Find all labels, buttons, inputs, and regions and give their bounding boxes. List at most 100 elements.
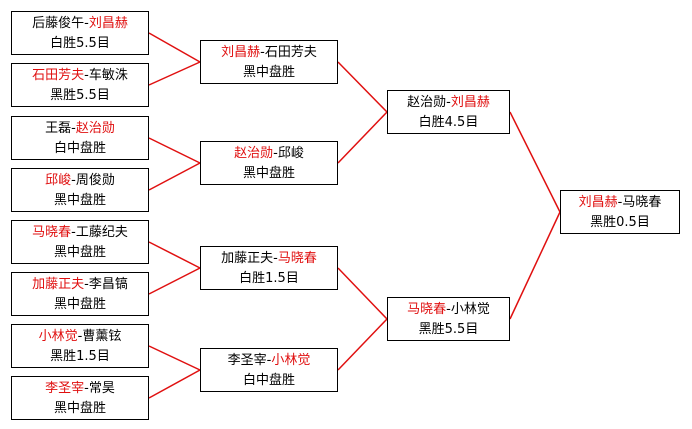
match-result: 白胜4.5目 <box>418 115 479 130</box>
player-a: 后藤俊午 <box>32 16 85 31</box>
player-b: 小林觉 <box>271 353 311 368</box>
connector-line <box>148 61 201 86</box>
match-players: 赵治勋-刘昌赫 <box>388 93 509 113</box>
player-b: 周俊勋 <box>75 173 115 188</box>
match-players: 邱峻-周俊勋 <box>12 171 148 191</box>
connector-line <box>148 267 201 295</box>
connector-line <box>148 241 201 269</box>
connector-line <box>509 111 561 213</box>
player-separator: - <box>446 95 451 110</box>
match-players: 加藤正夫-马晓春 <box>201 249 337 269</box>
connector-line <box>509 211 561 320</box>
match-r1-8: 李圣宰-常昊黑中盘胜 <box>11 376 149 420</box>
match-result: 黑中盘胜 <box>53 401 106 416</box>
match-r1-2: 石田芳夫-车敏洙黑胜5.5目 <box>11 63 149 107</box>
player-separator: - <box>71 173 76 188</box>
player-separator: - <box>77 329 83 344</box>
match-players: 小林觉-曹薰铉 <box>12 327 148 347</box>
player-b: 小林觉 <box>450 302 490 317</box>
match-r2-4: 李圣宰-小林觉白中盘胜 <box>200 348 338 392</box>
match-result: 黑中盘胜 <box>53 297 106 312</box>
match-r1-3: 王磊-赵治勋白中盘胜 <box>11 116 149 160</box>
match-players: 加藤正夫-李昌镐 <box>12 275 148 295</box>
player-separator: - <box>84 68 89 83</box>
match-players: 后藤俊午-刘昌赫 <box>12 14 148 34</box>
match-r1-7: 小林觉-曹薰铉黑胜1.5目 <box>11 324 149 368</box>
player-a: 小林觉 <box>38 329 78 344</box>
player-a: 李圣宰 <box>227 353 267 368</box>
match-result: 黑胜5.5目 <box>418 322 479 337</box>
match-result: 白中盘胜 <box>242 373 295 388</box>
player-b: 马晓春 <box>277 251 317 266</box>
player-separator: - <box>266 353 272 368</box>
player-separator: - <box>84 277 89 292</box>
player-b: 赵治勋 <box>75 121 115 136</box>
match-r2-3: 加藤正夫-马晓春白胜1.5目 <box>200 246 338 290</box>
player-a: 刘昌赫 <box>578 195 618 210</box>
match-players: 刘昌赫-马晓春 <box>561 193 679 213</box>
match-r1-5: 马晓春-工藤纪夫黑中盘胜 <box>11 220 149 264</box>
match-players: 李圣宰-常昊 <box>12 379 148 399</box>
connector-line <box>148 369 201 399</box>
player-separator: - <box>71 225 76 240</box>
player-separator: - <box>84 16 89 31</box>
match-r3-2: 马晓春-小林觉黑胜5.5目 <box>387 297 510 341</box>
connector-line <box>148 137 201 164</box>
connector-line <box>337 267 388 320</box>
player-separator: - <box>617 195 623 210</box>
player-b: 曹薰铉 <box>82 329 122 344</box>
player-separator: - <box>260 45 265 60</box>
player-b: 邱峻 <box>277 146 304 161</box>
match-r4-1: 刘昌赫-马晓春黑胜0.5目 <box>560 190 680 234</box>
player-b: 马晓春 <box>622 195 662 210</box>
player-a: 加藤正夫 <box>32 277 85 292</box>
connector-line <box>148 345 201 371</box>
player-separator: - <box>273 146 278 161</box>
connector-line <box>337 111 388 164</box>
player-a: 李圣宰 <box>45 381 85 396</box>
player-b: 常昊 <box>88 381 115 396</box>
player-a: 石田芳夫 <box>32 68 85 83</box>
match-players: 李圣宰-小林觉 <box>201 351 337 371</box>
player-a: 马晓春 <box>32 225 72 240</box>
match-r1-6: 加藤正夫-李昌镐黑中盘胜 <box>11 272 149 316</box>
player-a: 邱峻 <box>45 173 72 188</box>
match-r1-1: 后藤俊午-刘昌赫白胜5.5目 <box>11 11 149 55</box>
match-result: 黑胜0.5目 <box>590 215 650 230</box>
match-players: 马晓春-工藤纪夫 <box>12 223 148 243</box>
player-a: 赵治勋 <box>234 146 274 161</box>
match-result: 白胜1.5目 <box>239 271 299 286</box>
match-r3-1: 赵治勋-刘昌赫白胜4.5目 <box>387 90 510 134</box>
player-a: 赵治勋 <box>407 95 447 110</box>
player-b: 石田芳夫 <box>264 45 317 60</box>
match-result: 黑中盘胜 <box>53 193 106 208</box>
player-separator: - <box>71 121 76 136</box>
match-result: 黑中盘胜 <box>53 245 106 260</box>
player-b: 刘昌赫 <box>450 95 490 110</box>
match-result: 黑胜1.5目 <box>50 349 110 364</box>
match-result: 黑胜5.5目 <box>50 88 110 103</box>
player-b: 工藤纪夫 <box>75 225 128 240</box>
connector-line <box>148 162 201 191</box>
player-separator: - <box>84 381 89 396</box>
connector-line <box>337 61 388 113</box>
match-result: 黑中盘胜 <box>242 65 295 80</box>
match-players: 刘昌赫-石田芳夫 <box>201 43 337 63</box>
match-players: 赵治勋-邱峻 <box>201 144 337 164</box>
player-separator: - <box>446 302 451 317</box>
match-r2-2: 赵治勋-邱峻黑中盘胜 <box>200 141 338 185</box>
match-players: 石田芳夫-车敏洙 <box>12 66 148 86</box>
player-b: 刘昌赫 <box>88 16 128 31</box>
connector-line <box>148 32 201 63</box>
player-a: 加藤正夫 <box>221 251 274 266</box>
match-players: 马晓春-小林觉 <box>388 300 509 320</box>
player-b: 李昌镐 <box>88 277 128 292</box>
player-a: 刘昌赫 <box>221 45 261 60</box>
connector-line <box>337 318 388 371</box>
player-separator: - <box>273 251 278 266</box>
player-b: 车敏洙 <box>88 68 128 83</box>
match-result: 白中盘胜 <box>53 141 106 156</box>
match-result: 白胜5.5目 <box>50 36 110 51</box>
